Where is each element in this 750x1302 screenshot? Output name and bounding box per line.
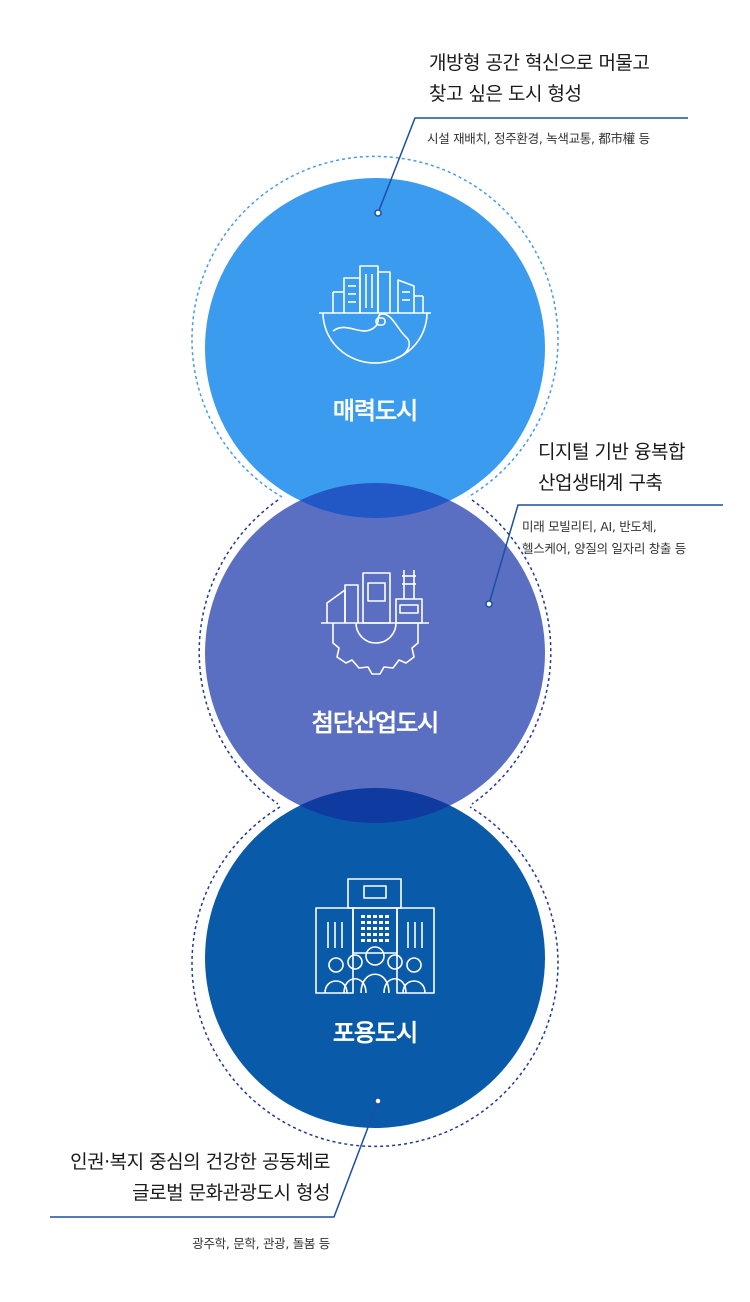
city-globe-icon	[319, 265, 431, 364]
circle-attractive	[205, 178, 545, 518]
details-line: 시설 재배치, 정주환경, 녹색교통, 都市權 등	[427, 131, 650, 146]
leader-line-inclusive	[50, 1097, 382, 1218]
details-line: 헬스케어, 양질의 일자리 창출 등	[522, 541, 686, 556]
circle-label-attractive: 매력도시	[332, 397, 418, 425]
dotted-ring-inclusive	[191, 806, 559, 1148]
factory-gear-icon	[321, 570, 429, 675]
community-building-icon	[315, 878, 435, 994]
details-line: 미래 모빌리티, AI, 반도체,	[522, 519, 657, 534]
circle-label-inclusive: 포용도시	[332, 1019, 418, 1047]
dotted-ring-attractive	[191, 155, 559, 498]
headline-line: 산업생태계 구축	[538, 472, 663, 494]
headline-line: 개방형 공간 혁신으로 머물고	[429, 52, 650, 74]
headline-line: 찾고 싶은 도시 형성	[429, 83, 582, 105]
headline-line: 글로벌 문화관광도시 형성	[132, 1182, 330, 1204]
leader-line-attractive	[374, 117, 688, 217]
circle-label-industry: 첨단산업도시	[311, 709, 439, 737]
headline-line: 디지털 기반 융복합	[538, 441, 685, 463]
details-industry: 미래 모빌리티, AI, 반도체, 헬스케어, 양질의 일자리 창출 등	[522, 516, 686, 560]
details-inclusive: 광주학, 문학, 관광, 돌봄 등	[192, 1233, 330, 1255]
circle-industry	[205, 483, 545, 823]
details-attractive: 시설 재배치, 정주환경, 녹색교통, 都市權 등	[427, 128, 650, 150]
details-line: 광주학, 문학, 관광, 돌봄 등	[192, 1236, 330, 1251]
headline-attractive: 개방형 공간 혁신으로 머물고 찾고 싶은 도시 형성	[429, 48, 650, 110]
circle-inclusive	[205, 788, 545, 1128]
leader-line-industry	[485, 504, 723, 608]
headline-inclusive: 인권·복지 중심의 건강한 공동체로 글로벌 문화관광도시 형성	[70, 1147, 330, 1209]
headline-industry: 디지털 기반 융복합 산업생태계 구축	[538, 437, 685, 499]
headline-line: 인권·복지 중심의 건강한 공동체로	[70, 1151, 330, 1173]
